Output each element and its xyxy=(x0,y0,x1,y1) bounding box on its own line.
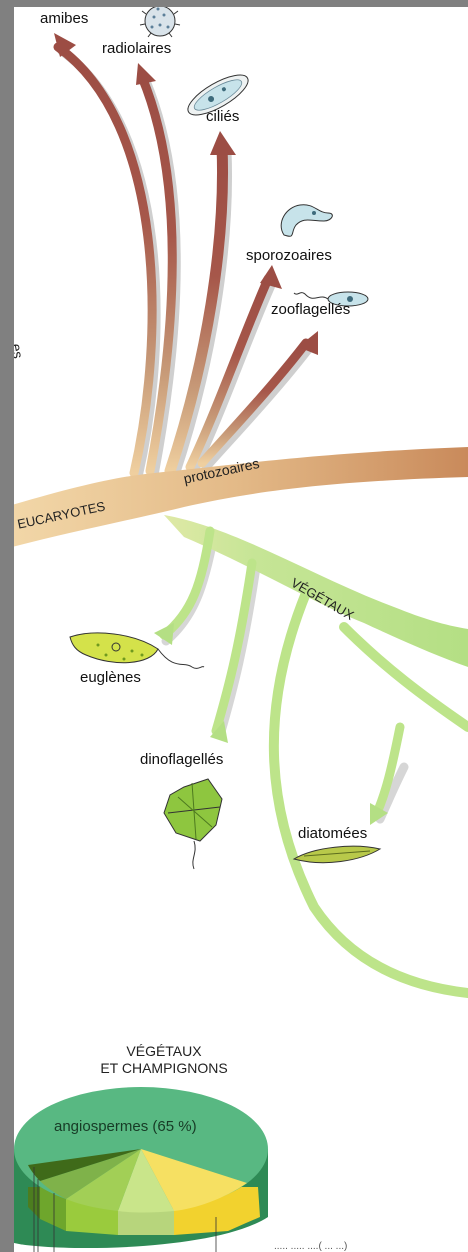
label-euglenes: euglènes xyxy=(80,669,141,686)
pie-title: VÉGÉTAUX ET CHAMPIGNONS xyxy=(54,1043,274,1077)
pie-chart xyxy=(14,1087,268,1252)
label-cilies: ciliés xyxy=(206,108,239,125)
pie-title-line2: ET CHAMPIGNONS xyxy=(54,1060,274,1077)
radiolaire-illustration xyxy=(140,7,180,37)
pie-title-line1: VÉGÉTAUX xyxy=(54,1043,274,1060)
sporozoaire-illustration xyxy=(281,205,332,237)
dinoflagelle-illustration xyxy=(164,779,222,869)
bottom-cut-text: ..... ..... ....( ... ...) xyxy=(274,1241,347,1252)
pie-label-angiospermes: angiospermes (65 %) xyxy=(54,1118,197,1135)
diatomee-illustration xyxy=(294,846,380,862)
label-dinoflagelles: dinoflagellés xyxy=(140,751,223,768)
label-radiolaires: radiolaires xyxy=(102,40,171,57)
page: amibes radiolaires ciliés sporozoaires z… xyxy=(14,7,468,1252)
euglene-illustration xyxy=(70,633,204,668)
label-sporozoaires: sporozoaires xyxy=(246,247,332,264)
label-amibes: amibes xyxy=(40,10,88,27)
label-diatomees: diatomées xyxy=(298,825,367,842)
label-zooflagelles: zooflagellés xyxy=(271,301,350,318)
